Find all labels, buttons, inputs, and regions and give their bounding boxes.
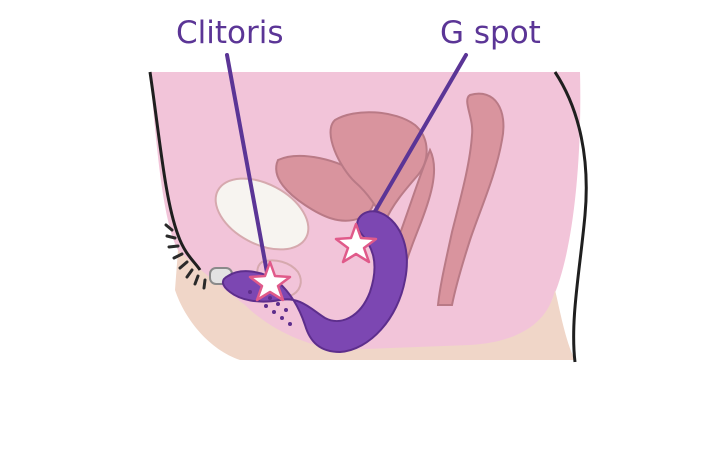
clitoris-star xyxy=(248,260,292,302)
skin-region xyxy=(175,250,575,360)
uterus xyxy=(329,111,428,225)
back-outline xyxy=(553,71,588,363)
g-spot-leader-line xyxy=(361,53,468,234)
pubic-bone xyxy=(214,177,310,251)
device xyxy=(209,210,408,354)
belly-outline xyxy=(148,71,202,271)
rectum xyxy=(436,92,505,306)
g-spot-star xyxy=(334,222,378,264)
device-texture xyxy=(248,290,292,326)
clitoris-label: Clitoris xyxy=(176,15,284,51)
g-spot-label: G spot xyxy=(440,15,541,51)
clitoris-leader-line xyxy=(225,53,270,280)
pubic-hair xyxy=(164,223,207,290)
device-handle xyxy=(222,210,408,354)
